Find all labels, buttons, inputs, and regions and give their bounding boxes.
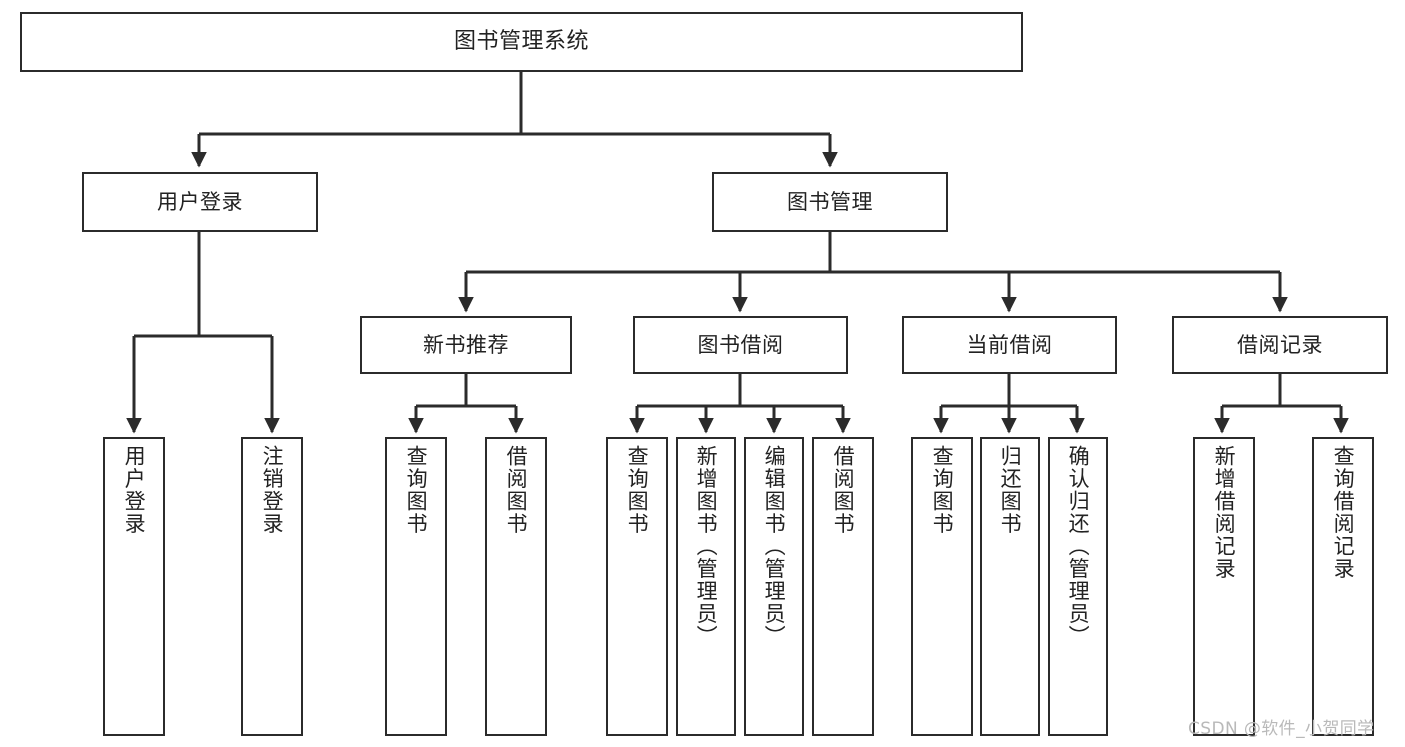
- node-label: 用户登录: [122, 445, 147, 535]
- node-label: 新增图书（管理员）: [694, 445, 719, 648]
- leaf-user-login-login[interactable]: 用户登录: [103, 437, 165, 736]
- node-new-book-recommend[interactable]: 新书推荐: [360, 316, 572, 374]
- node-current-borrow[interactable]: 当前借阅: [902, 316, 1117, 374]
- node-label: 查询图书: [404, 445, 429, 535]
- node-label: 图书管理: [787, 189, 873, 214]
- leaf-book-borrow-add[interactable]: 新增图书（管理员）: [676, 437, 736, 736]
- node-label: 借阅图书: [504, 445, 529, 535]
- node-label: 查询图书: [625, 445, 650, 535]
- node-label: 编辑图书（管理员）: [762, 445, 787, 648]
- node-book-borrow[interactable]: 图书借阅: [633, 316, 848, 374]
- leaf-book-borrow-query[interactable]: 查询图书: [606, 437, 668, 736]
- node-borrow-record[interactable]: 借阅记录: [1172, 316, 1388, 374]
- leaf-new-book-query[interactable]: 查询图书: [385, 437, 447, 736]
- node-label: 查询借阅记录: [1331, 445, 1356, 580]
- leaf-current-borrow-confirm[interactable]: 确认归还（管理员）: [1048, 437, 1108, 736]
- csdn-watermark: CSDN @软件_小贺同学: [1188, 719, 1375, 739]
- leaf-new-book-borrow[interactable]: 借阅图书: [485, 437, 547, 736]
- leaf-user-login-logout[interactable]: 注销登录: [241, 437, 303, 736]
- node-label: 图书管理系统: [453, 29, 589, 55]
- node-label: 当前借阅: [966, 332, 1053, 357]
- node-user-login[interactable]: 用户登录: [82, 172, 318, 232]
- node-label: 借阅记录: [1237, 332, 1323, 357]
- leaf-borrow-record-add[interactable]: 新增借阅记录: [1193, 437, 1255, 736]
- node-label: 查询图书: [930, 445, 955, 535]
- node-label: 新增借阅记录: [1212, 445, 1237, 580]
- node-label: 图书借阅: [697, 332, 784, 357]
- leaf-book-borrow-edit[interactable]: 编辑图书（管理员）: [744, 437, 804, 736]
- node-label: 归还图书: [998, 445, 1023, 535]
- leaf-borrow-record-query[interactable]: 查询借阅记录: [1312, 437, 1374, 736]
- node-label: 新书推荐: [423, 332, 509, 357]
- node-label: 注销登录: [260, 445, 285, 535]
- leaf-book-borrow-borrow[interactable]: 借阅图书: [812, 437, 874, 736]
- node-root-system[interactable]: 图书管理系统: [20, 12, 1023, 72]
- leaf-current-borrow-query[interactable]: 查询图书: [911, 437, 973, 736]
- node-label: 借阅图书: [831, 445, 856, 535]
- leaf-current-borrow-return[interactable]: 归还图书: [980, 437, 1040, 736]
- node-book-management[interactable]: 图书管理: [712, 172, 948, 232]
- node-label: 确认归还（管理员）: [1066, 445, 1091, 648]
- node-label: 用户登录: [157, 189, 243, 214]
